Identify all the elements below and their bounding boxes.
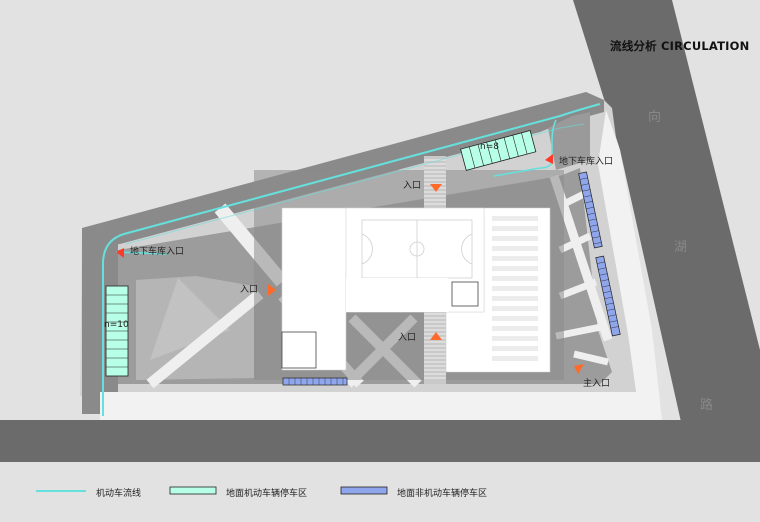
label-entry-left: 入口 (240, 285, 259, 295)
walk-path-8 (558, 232, 592, 254)
road-name-char-1: 向 (648, 110, 662, 125)
bike-parking-bottom (282, 377, 348, 386)
walk-path-10 (555, 322, 607, 340)
legend-car-parking: 地面机动车辆停车区 (216, 485, 307, 499)
road-name-char-3: 路 (700, 398, 714, 413)
legend-label-vehicle-flow: 机动车流线 (96, 488, 142, 499)
perimeter-walk (100, 392, 660, 420)
vehicle-flow-lower-branch (115, 251, 169, 255)
label-underground-entry-left: 地下车库入口 (130, 247, 185, 257)
page-title: 流线分析 CIRCULATION (610, 39, 750, 53)
entry-marker-center (430, 332, 442, 340)
legend-bike-parking: 地面非机动车辆停车区 (387, 485, 487, 499)
car-parking-left (105, 285, 129, 377)
legend-swatch-bike-parking (340, 486, 388, 495)
main-road-diagonal (573, 0, 760, 462)
legend-vehicle-flow: 机动车流线 (86, 485, 141, 499)
car-parking-top (460, 130, 537, 171)
legend-swatch-car-parking (169, 486, 217, 495)
main-road-horizontal (0, 420, 760, 462)
legend-label-bike-parking: 地面非机动车辆停车区 (397, 488, 488, 499)
vehicle-flow-upper (125, 123, 585, 245)
plaza-light-cone (150, 278, 230, 360)
bike-parking-right-upper (578, 171, 603, 249)
striped-walk-top (424, 156, 446, 208)
school-buildings (281, 207, 551, 373)
road-name-char-2: 湖 (674, 240, 688, 255)
entry-marker-main (574, 364, 584, 374)
entry-marker-underground-right (545, 154, 553, 164)
label-parking-count-left: n=10 (104, 320, 129, 330)
walk-path-11 (573, 350, 609, 366)
label-entry-top: 入口 (403, 181, 422, 191)
bike-parking-right-lower (595, 255, 621, 337)
perimeter-walk-right (598, 110, 662, 420)
legend-label-car-parking: 地面机动车辆停车区 (226, 488, 308, 499)
label-parking-count-top: n=8 (480, 142, 499, 152)
label-underground-entry-right: 地下车库入口 (559, 157, 614, 167)
corner-block (281, 331, 317, 369)
walk-path-2 (146, 289, 264, 389)
entry-marker-top (430, 184, 442, 192)
walk-path-9 (558, 278, 598, 300)
vehicle-flow-main (102, 103, 601, 416)
striped-walk-center (424, 310, 446, 384)
entry-marker-left (268, 284, 276, 296)
access-road-right (548, 112, 590, 170)
label-main-entry: 主入口 (583, 379, 611, 389)
label-entry-center: 入口 (398, 333, 417, 343)
court-south-block (346, 278, 448, 312)
stair-block (451, 281, 479, 307)
entry-marker-underground-left (116, 248, 124, 258)
classroom-louvers (492, 216, 538, 361)
legend-swatch-vehicle-flow (36, 490, 86, 492)
